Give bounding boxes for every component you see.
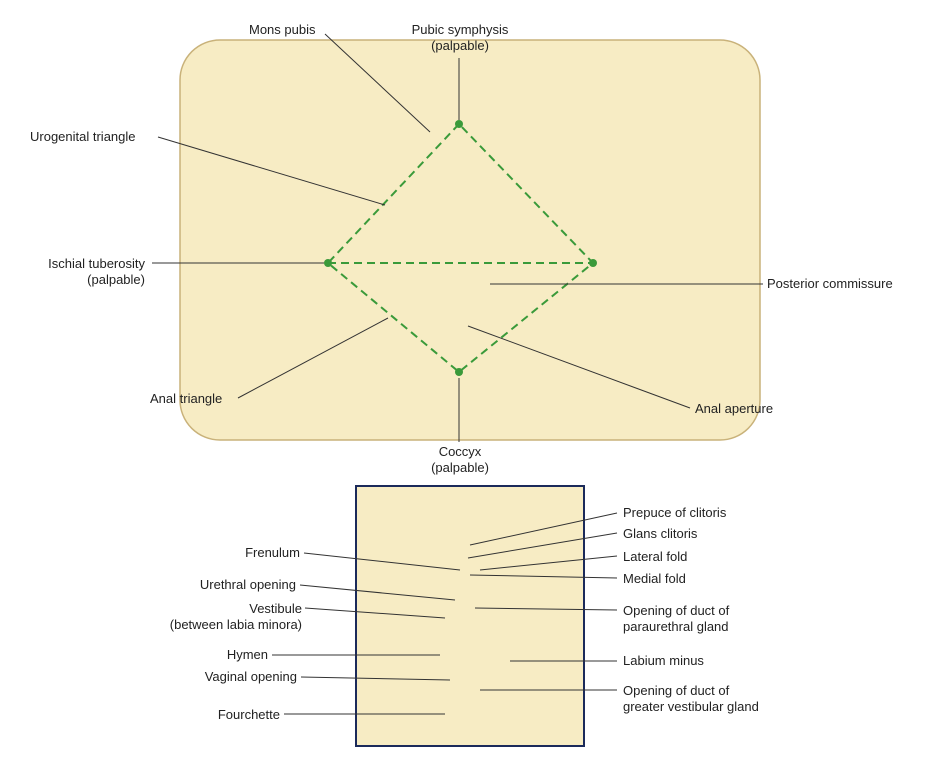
inset-frame (355, 485, 585, 747)
upper-region-placeholder (179, 39, 761, 441)
label-coccyx: Coccyx (palpable) (431, 444, 489, 475)
label-ischial-tuberosity: Ischial tuberosity (palpable) (48, 256, 145, 287)
label-lateral-fold: Lateral fold (623, 549, 688, 564)
pubic-symphysis-point (455, 120, 463, 128)
label-vestibule: Vestibule (between labia minora) (169, 601, 302, 632)
label-fourchette: Fourchette (217, 707, 280, 722)
label-vestibular: Opening of duct of greater vestibular gl… (623, 683, 759, 714)
upper-leaders (152, 33, 763, 442)
triangles-outline (326, 122, 595, 374)
label-labium-minus: Labium minus (623, 653, 704, 668)
label-paraurethral: Opening of duct of paraurethral gland (623, 603, 730, 634)
ischial-right-point (589, 259, 597, 267)
coccyx-point (455, 368, 463, 376)
lower-leaders (272, 512, 618, 715)
label-urethral-opening: Urethral opening (199, 577, 296, 592)
label-urogenital-triangle: Urogenital triangle (30, 129, 136, 144)
ischial-left-point (324, 259, 332, 267)
label-hymen: Hymen (226, 647, 268, 662)
label-posterior-commissure: Posterior commissure (767, 276, 893, 291)
label-glans: Glans clitoris (623, 526, 698, 541)
label-pubic-symphysis: Pubic symphysis (palpable) (411, 22, 509, 53)
label-mons-pubis: Mons pubis (249, 22, 316, 37)
label-anal-aperture: Anal aperture (695, 401, 774, 416)
label-prepuce: Prepuce of clitoris (623, 505, 727, 520)
label-vaginal-opening: Vaginal opening (204, 669, 297, 684)
label-medial-fold: Medial fold (623, 571, 686, 586)
label-frenulum: Frenulum (245, 545, 300, 560)
label-anal-triangle: Anal triangle (150, 391, 223, 406)
